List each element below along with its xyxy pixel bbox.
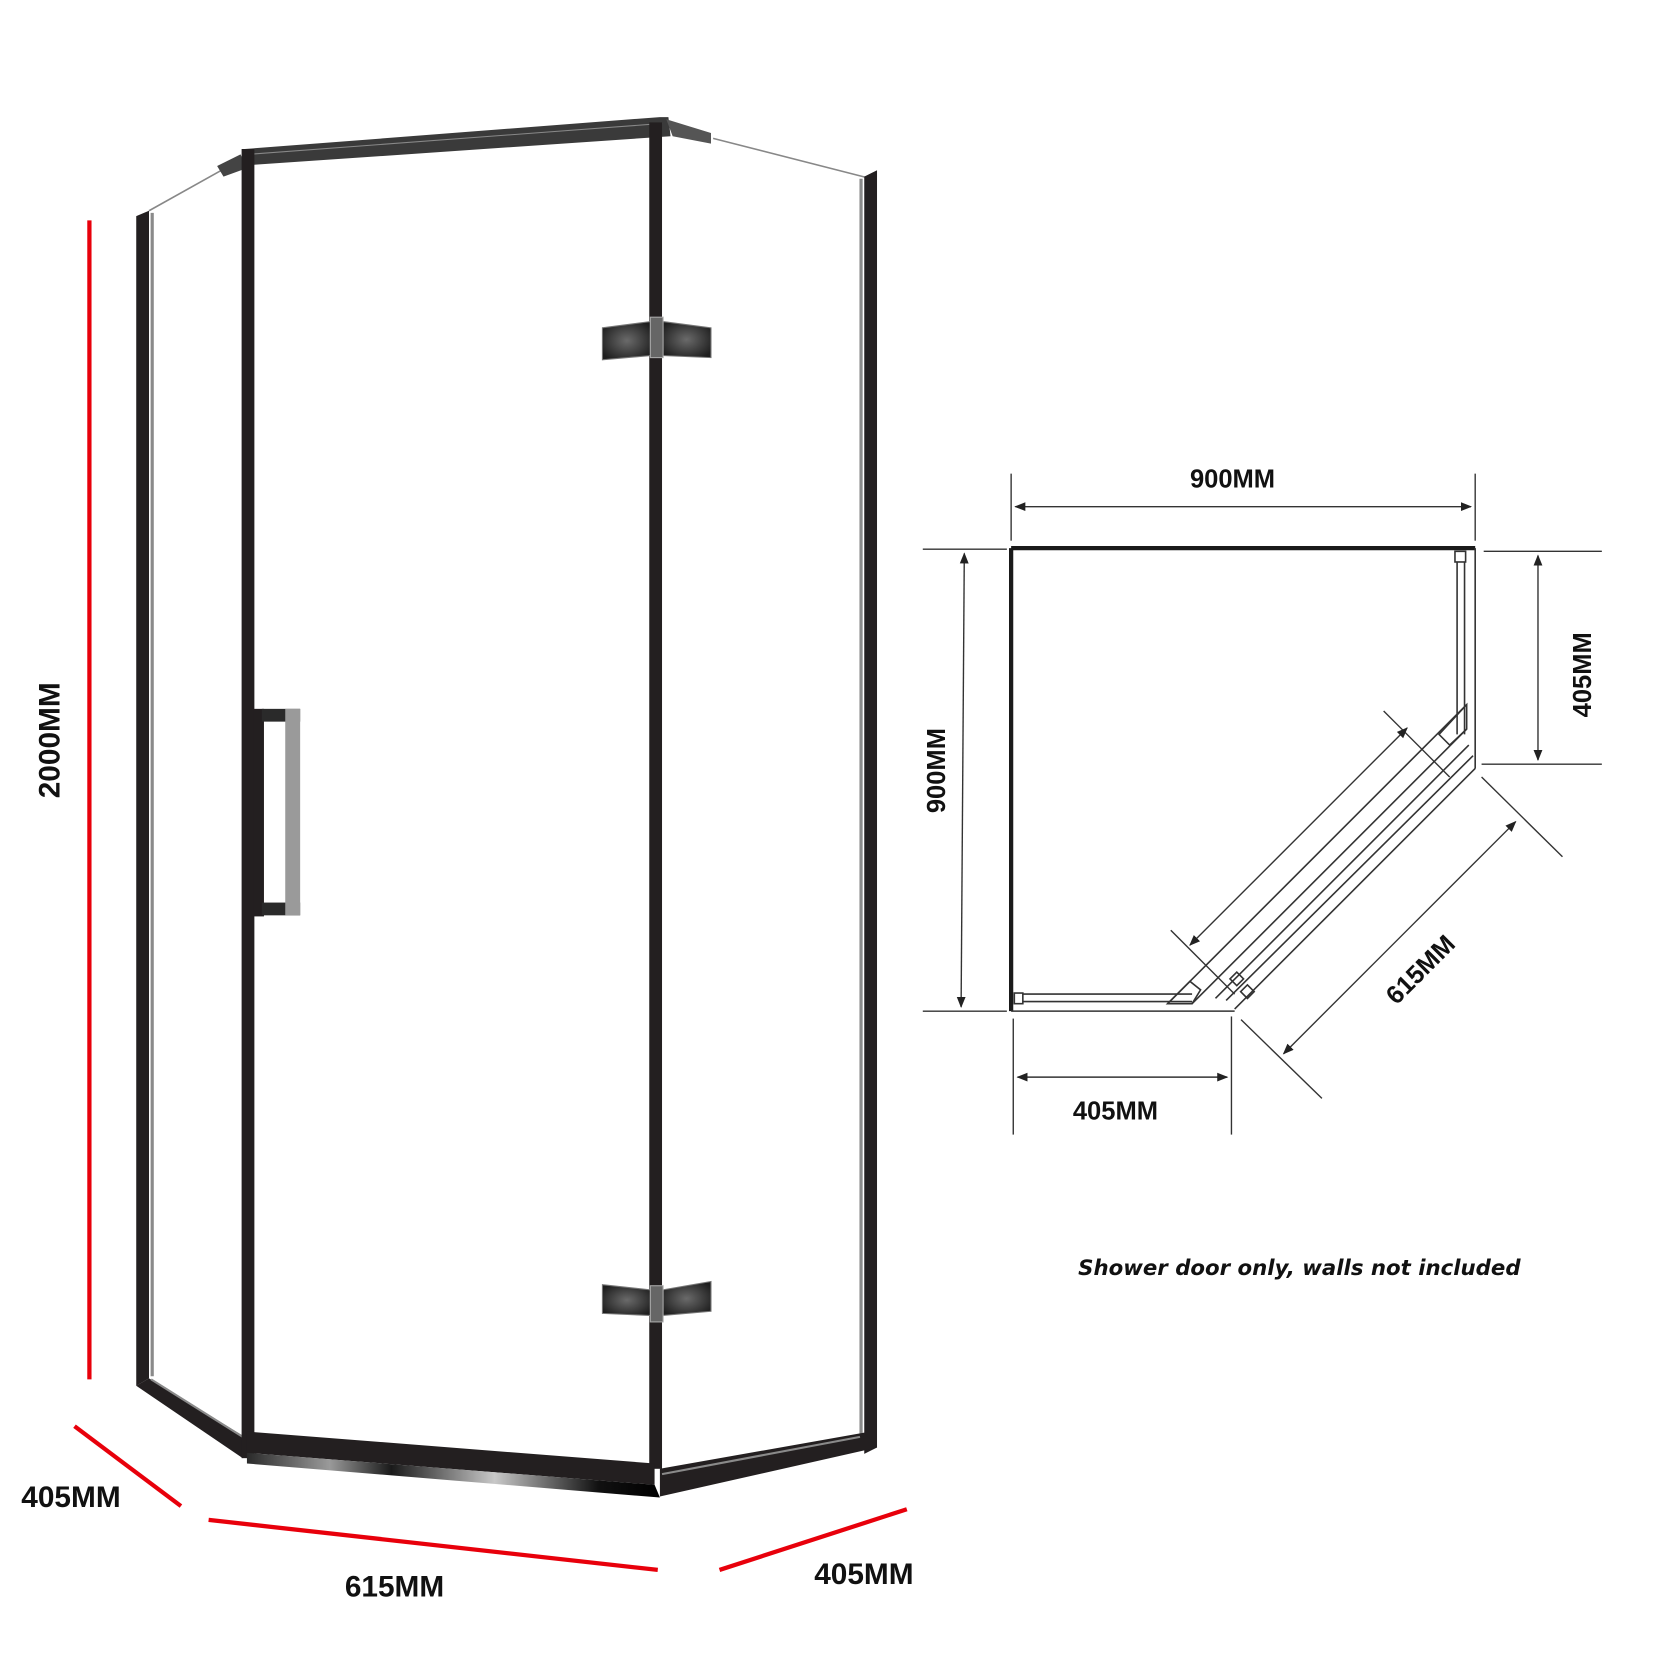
- plan-top-width-label: 900MM: [1190, 465, 1275, 493]
- right-panel-post: [864, 170, 878, 1454]
- dim-door-opening: [1170, 710, 1451, 995]
- left-panel-post: [136, 210, 150, 1386]
- plan-view: 900MM 900MM 405MM 405MM 615MM Shower doo…: [922, 465, 1602, 1281]
- left-return-label: 405MM: [21, 1481, 120, 1514]
- left-panel-base: [136, 1378, 245, 1459]
- height-label: 2000MM: [34, 682, 67, 798]
- door-left-stile: [241, 149, 255, 1459]
- plan-note: Shower door only, walls not included: [1078, 1256, 1521, 1281]
- door-right-stile: [649, 122, 663, 1469]
- elevation-view: 2000MM 405MM 615MM 405MM: [21, 117, 914, 1604]
- door-handle[interactable]: [253, 708, 301, 917]
- dim-bottom-return: [1012, 1016, 1233, 1135]
- plan-left-depth-label: 900MM: [923, 728, 951, 813]
- dim-right-return: [1481, 550, 1602, 765]
- right-return-dimension-line: [718, 1507, 908, 1572]
- left-return-dimension-line: [73, 1424, 183, 1508]
- base-tray: [246, 1452, 660, 1498]
- plan-bottom-return-label: 405MM: [1073, 1098, 1158, 1126]
- right-top-bracket: [666, 119, 711, 144]
- front-door-label: 615MM: [345, 1571, 444, 1604]
- left-top-bracket: [217, 154, 247, 177]
- plan-diagonal-label: 615MM: [1381, 930, 1461, 1010]
- dim-left-depth: [922, 548, 1007, 1012]
- left-top-brace: [148, 169, 222, 212]
- plan-right-return-label: 405MM: [1569, 632, 1597, 717]
- right-top-brace: [712, 137, 868, 179]
- door-bottom-rail: [246, 1431, 655, 1485]
- right-return-label: 405MM: [814, 1558, 913, 1591]
- top-rail: [244, 117, 671, 165]
- hinge-top: [601, 316, 712, 361]
- front-door-dimension-line: [208, 1517, 659, 1573]
- right-panel-base: [659, 1432, 878, 1497]
- dim-top-width: [1010, 473, 1476, 541]
- plan-bottom-return-panel: [1011, 992, 1235, 1012]
- hinge-bottom: [601, 1280, 712, 1323]
